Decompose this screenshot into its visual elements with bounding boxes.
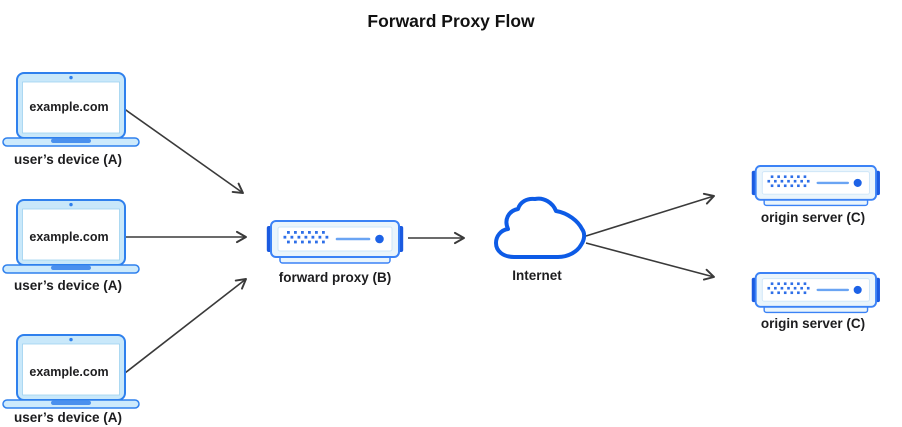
origin-server-icon-1 — [750, 164, 882, 207]
arrow-internet-to-origin1 — [585, 192, 715, 237]
internet-label: Internet — [512, 268, 562, 283]
origin-server1-label: origin server (C) — [760, 210, 866, 225]
device3-label: user’s device (A) — [13, 410, 123, 425]
forward-proxy-label: forward proxy (B) — [278, 270, 392, 285]
device1-label: user’s device (A) — [13, 152, 123, 167]
arrow-device1-to-proxy — [122, 107, 244, 194]
internet-cloud-icon — [494, 196, 587, 259]
arrow-internet-to-origin2 — [585, 242, 715, 281]
forward-proxy-server-icon — [265, 219, 405, 265]
device2-screen-text: example.com — [29, 230, 109, 244]
origin-server2-label: origin server (C) — [760, 316, 866, 331]
device1-screen-text: example.com — [29, 100, 109, 114]
origin-server-icon-2 — [750, 271, 882, 314]
diagram-title: Forward Proxy Flow — [367, 11, 535, 31]
device3-screen-text: example.com — [29, 365, 109, 379]
device2-label: user’s device (A) — [13, 278, 123, 293]
arrow-device3-to-proxy — [124, 278, 247, 374]
